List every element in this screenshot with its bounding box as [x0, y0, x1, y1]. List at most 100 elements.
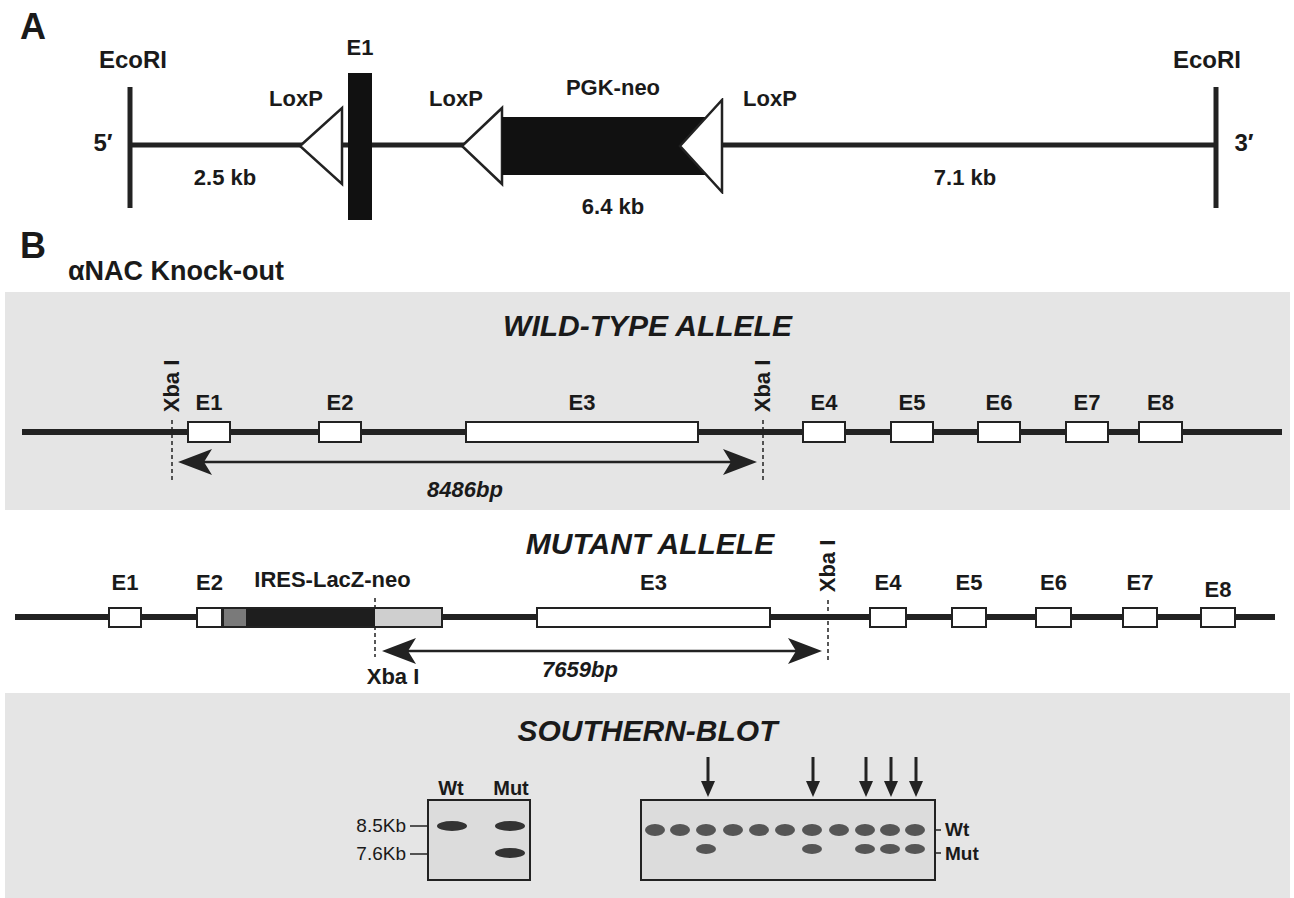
lane-arrows	[708, 757, 916, 784]
panel-ground	[5, 693, 1290, 898]
panel-heading: WILD-TYPE ALLELE	[5, 308, 1290, 344]
blot-image	[428, 800, 530, 880]
annotation-label: LoxP	[269, 86, 323, 111]
exon-box: E8	[1138, 421, 1183, 443]
ecori-site	[128, 87, 133, 208]
arrow-shaft	[915, 757, 918, 784]
blot-band	[645, 824, 665, 836]
xbai-site	[171, 420, 173, 480]
arrow-head	[788, 638, 822, 664]
cassette-box: PGK-neo6.4 kb	[502, 98, 724, 194]
site-label: Xba I	[159, 360, 184, 413]
loxp-triangle	[462, 108, 502, 184]
annotation-label: 5′	[93, 129, 112, 157]
site-label: Xba I	[815, 540, 840, 593]
ires-segment	[222, 607, 246, 628]
blot-band	[855, 824, 875, 836]
annotation-label: LoxP	[429, 86, 483, 111]
tick	[935, 852, 941, 854]
annotation-label: EcoRI	[1173, 46, 1241, 74]
annotation-label: Mut	[493, 777, 529, 800]
tick	[410, 853, 428, 855]
exon-box: E1	[187, 421, 231, 443]
annotation-label: Mut	[945, 843, 979, 865]
arrow-head	[382, 638, 416, 664]
exon-box: E3	[465, 421, 699, 443]
ecori-site	[1214, 87, 1219, 208]
exon-box: E2	[196, 607, 223, 628]
panel-band: SOUTHERN-BLOT	[5, 693, 1290, 898]
blot-band	[775, 824, 795, 836]
annotation-label: Wt	[438, 777, 464, 800]
arrow-shaft	[812, 757, 815, 784]
blot-band	[802, 824, 822, 836]
annotation-label: 2.5 kb	[194, 165, 256, 190]
annotation-label: 7659bp	[542, 657, 618, 682]
annotation-label: 8.5Kb	[356, 815, 406, 837]
exon-box: E1	[348, 73, 372, 220]
arrow-head	[909, 781, 923, 797]
cassette-border	[223, 608, 442, 627]
xbai-site	[827, 600, 829, 660]
blot-band	[696, 824, 716, 836]
blot-band	[905, 844, 925, 854]
dimension-line	[200, 461, 735, 464]
blot-band	[437, 821, 467, 831]
annotation-label: αNAC Knock-out	[68, 256, 284, 287]
annotation-label: 7.6Kb	[356, 843, 406, 865]
panel-band: WILD-TYPE ALLELE E1 E2 E3 E4 E5 E6 E7 E8	[5, 292, 1290, 510]
annotation-label: 7.1 kb	[934, 165, 996, 190]
exon-box: E5	[951, 607, 987, 628]
arrow-shaft	[707, 757, 710, 784]
blot-band	[670, 824, 690, 836]
exon-box: E7	[1122, 607, 1158, 628]
loxp-triangle	[300, 108, 342, 184]
annotation-label: 3′	[1234, 129, 1253, 157]
panel-ground	[5, 292, 1290, 510]
annotation-label: LoxP	[743, 86, 797, 111]
blot-band	[723, 824, 743, 836]
blot-band	[696, 844, 716, 854]
annotation-label: MUTANT ALLELE	[526, 527, 774, 562]
arrow-shaft	[890, 757, 893, 784]
exon-box: E6	[977, 421, 1021, 443]
blot-image	[641, 800, 935, 880]
ires-lacz-neo-shape	[222, 607, 443, 628]
exon-box: E4	[869, 607, 907, 628]
tick	[410, 825, 428, 827]
annotation-label: Xba I	[367, 664, 420, 689]
annotation-label: EcoRI	[99, 46, 167, 74]
blot-band	[495, 848, 525, 858]
blot-band	[880, 844, 900, 854]
blot-band	[905, 824, 925, 836]
arrow-head	[723, 449, 757, 475]
site-label: Xba I	[750, 360, 775, 413]
blot-band	[855, 844, 875, 854]
xbai-site	[762, 420, 764, 480]
arrow-head	[884, 781, 898, 797]
blot-band	[880, 824, 900, 836]
loxp-triangle	[680, 100, 722, 192]
blot-band	[802, 844, 822, 854]
annotation-label: A	[20, 6, 46, 47]
exon-box: E7	[1065, 421, 1109, 443]
lacz-segment	[246, 607, 375, 628]
arrow-head	[701, 781, 715, 797]
panel-heading: SOUTHERN-BLOT	[5, 713, 1290, 749]
exon-box: E5	[890, 421, 934, 443]
tick	[935, 829, 941, 831]
arrow-shaft	[865, 757, 868, 784]
blot-band	[749, 824, 769, 836]
exon-box: E2	[318, 421, 362, 443]
exon-box: E8	[1200, 607, 1236, 628]
blot-band	[495, 821, 525, 831]
arrow-head	[178, 449, 212, 475]
annotation-label: Wt	[945, 819, 969, 841]
cassette-box: IRES-LacZ-neo	[222, 607, 443, 628]
lane-arrow-heads	[701, 781, 923, 797]
arrow-head	[806, 781, 820, 797]
dimension-line	[404, 650, 800, 653]
exon-box: E4	[802, 421, 846, 443]
arrow-head	[859, 781, 873, 797]
